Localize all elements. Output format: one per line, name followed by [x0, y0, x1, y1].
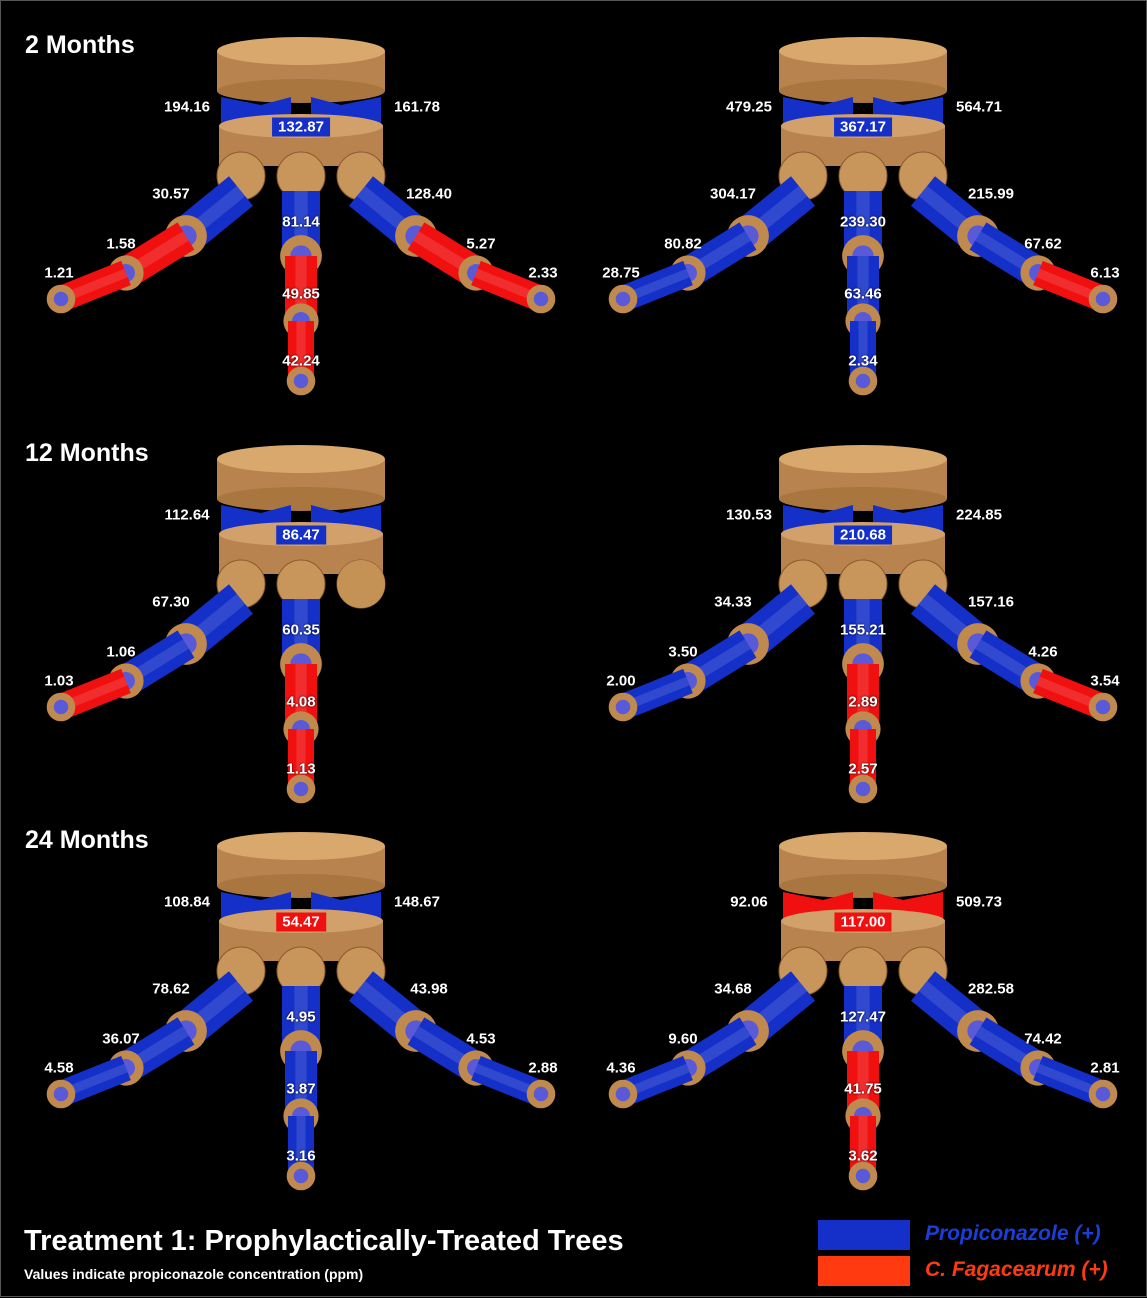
- value-label-middle-root: 3.62: [848, 1148, 877, 1165]
- value-label-left-root: 4.36: [606, 1060, 635, 1077]
- figure-subtitle: Values indicate propiconazole concentrat…: [24, 1266, 363, 1282]
- value-label-middle-root: 41.75: [844, 1081, 882, 1098]
- legend-text-propiconazole: Propiconazole: [925, 1222, 1069, 1245]
- value-label-left-root: 34.68: [714, 981, 752, 998]
- value-label-right-root: 282.58: [968, 981, 1014, 998]
- value-label-right-root: 74.42: [1024, 1031, 1062, 1048]
- stump-top-disc: [779, 832, 947, 898]
- legend-text-fagacearum: C. Fagacearum: [925, 1258, 1076, 1281]
- legend-suffix-fagacearum: (+): [1076, 1258, 1108, 1281]
- legend-label-fagacearum: C. Fagacearum (+): [925, 1258, 1108, 1282]
- value-label-center: 117.00: [834, 913, 891, 932]
- value-label-band-left: 92.06: [730, 894, 768, 911]
- value-label-band-right: 509.73: [956, 894, 1002, 911]
- figure-title: Treatment 1: Prophylactically-Treated Tr…: [24, 1225, 624, 1258]
- legend-suffix-propiconazole: (+): [1069, 1222, 1101, 1245]
- legend-label-propiconazole: Propiconazole (+): [925, 1222, 1101, 1246]
- legend-swatch-propiconazole: [818, 1220, 910, 1250]
- value-label-left-root: 9.60: [668, 1031, 697, 1048]
- value-label-right-root: 2.81: [1090, 1060, 1119, 1077]
- legend-swatch-fagacearum: [818, 1256, 910, 1286]
- value-label-middle-root: 127.47: [840, 1009, 886, 1026]
